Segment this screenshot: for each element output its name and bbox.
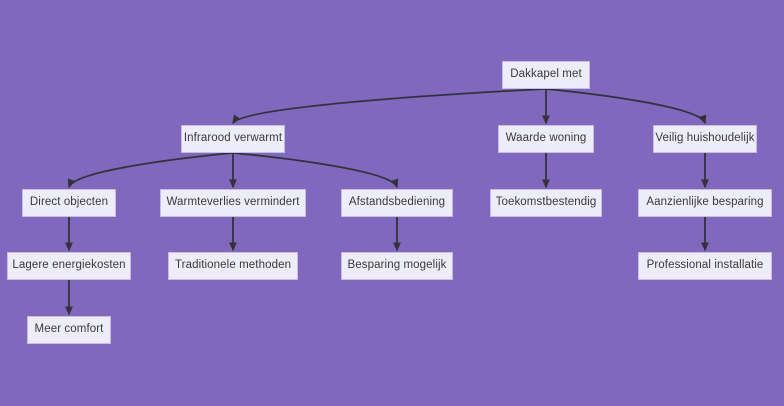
node-label: Meer comfort: [34, 323, 104, 336]
node-lagere[interactable]: Lagere energiekosten: [7, 252, 131, 280]
node-aanzienlijk[interactable]: Aanzienlijke besparing: [638, 189, 772, 217]
node-label: Dakkapel met: [510, 68, 582, 81]
node-label: Infrarood verwarmt: [183, 132, 283, 145]
node-label: Direct objecten: [29, 196, 109, 209]
edge-root-to-infrarood: [232, 88, 547, 125]
node-warmte[interactable]: Warmteverlies vermindert: [160, 189, 306, 217]
node-label: Toekomstbestendig: [495, 196, 597, 209]
node-label: Professional installatie: [646, 259, 764, 272]
node-infrarood[interactable]: Infrarood verwarmt: [181, 125, 285, 153]
node-waarde[interactable]: Waarde woning: [498, 125, 594, 153]
edge-root-to-veilig: [545, 88, 707, 125]
node-traditie[interactable]: Traditionele methoden: [168, 252, 298, 280]
edge-infrarood-to-afstand: [232, 152, 399, 189]
node-label: Traditionele methoden: [174, 259, 292, 272]
node-veilig[interactable]: Veilig huishoudelijk: [653, 125, 757, 153]
node-label: Aanzienlijke besparing: [646, 196, 764, 209]
node-label: Afstandsbediening: [348, 196, 446, 209]
node-label: Besparing mogelijk: [347, 259, 447, 272]
node-comfort[interactable]: Meer comfort: [27, 316, 111, 344]
node-label: Lagere energiekosten: [12, 259, 126, 272]
node-toekomst[interactable]: Toekomstbestendig: [490, 189, 602, 217]
node-afstand[interactable]: Afstandsbediening: [341, 189, 453, 217]
node-professional[interactable]: Professional installatie: [638, 252, 772, 280]
node-label: Waarde woning: [505, 132, 587, 145]
node-label: Veilig huishoudelijk: [655, 132, 755, 145]
edge-infrarood-to-direct: [67, 152, 234, 189]
node-besparing[interactable]: Besparing mogelijk: [341, 252, 453, 280]
node-root[interactable]: Dakkapel met: [502, 61, 590, 89]
node-direct[interactable]: Direct objecten: [22, 189, 116, 217]
node-label: Warmteverlies vermindert: [166, 196, 300, 209]
